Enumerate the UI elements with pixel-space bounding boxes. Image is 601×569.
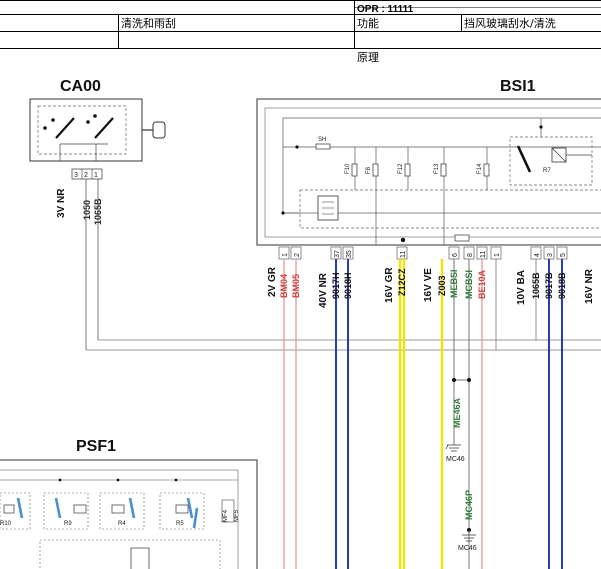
wire-label: MCBSI — [464, 270, 474, 299]
bsi1-pin: 1 — [282, 253, 289, 257]
section-label: 原理 — [357, 51, 379, 64]
relay-r7-icon — [516, 145, 592, 173]
header-table: OPR : 11111 清洗和雨刮 功能 挡风玻璃刮水/清洗 原理 — [0, 0, 601, 64]
bsi1-pin-boxes — [278, 246, 568, 260]
wire-label: 9018H — [343, 272, 353, 299]
wire-label: BM04 — [279, 274, 289, 298]
wire-label: BM05 — [291, 274, 301, 298]
bsi1-pin: 11 — [480, 251, 487, 258]
wire-label: 9017H — [331, 272, 341, 299]
bsi1-pin: 11 — [400, 251, 407, 258]
psf1-relay-label: R5 — [176, 521, 184, 527]
bsi1-pin: 35 — [346, 250, 353, 258]
wire-label: 9018B — [557, 272, 567, 299]
ground-icon — [462, 534, 476, 542]
ca00-title: CA00 — [60, 78, 101, 95]
bsi1-fuse-label: F13 — [434, 163, 440, 174]
ca00-pin: 1 — [94, 172, 98, 179]
relay-switch-icon — [16, 497, 199, 529]
bsi1-connector-label: 40V NR — [318, 272, 329, 308]
bsi1-pin: 8 — [467, 253, 474, 257]
bsi1-pin: 6 — [452, 253, 459, 257]
psf1-relay-label: R4 — [118, 521, 126, 527]
left-title: 清洗和雨刮 — [121, 16, 176, 30]
ground-mc46p: MC46P MC46 — [458, 490, 477, 552]
bsi1-fuse-label: F8 — [366, 166, 372, 174]
ca00-pin: 2 — [84, 172, 88, 179]
ca00-wire-label: 1050 — [82, 200, 92, 220]
bsi1-connector-label: 10V BA — [516, 270, 527, 305]
ground-label: MC46 — [458, 545, 477, 552]
bsi1-pin-numbers: 1 2 37 35 11 6 8 11 1 4 3 5 — [282, 250, 567, 258]
bsi1-connector-labels: 2V GR 40V NR 16V GR 16V VE 10V BA 16V NR — [267, 266, 595, 308]
psf1-title: PSF1 — [76, 438, 116, 455]
ca00-pin: 3 — [74, 172, 78, 179]
wires — [86, 259, 601, 569]
psf1-mf-label: MF5 — [234, 509, 240, 522]
psf1-mf-label: MF4 — [223, 509, 229, 522]
ca00-connector-label: 3V NR — [56, 188, 67, 218]
wire-labels: BM04 BM05 9017H 9018H Z12CZ Z003 MEBSI M… — [279, 268, 567, 299]
ground-wire-label: MC46P — [464, 490, 474, 520]
bsi1-connector-label: 16V VE — [423, 268, 434, 302]
module-ca00: CA00 3 2 1 3V NR 1050 1065B — [29, 78, 166, 350]
function-label: 功能 — [357, 16, 379, 30]
bsi1-connector-label: 16V GR — [384, 267, 395, 303]
key-icon — [142, 121, 166, 139]
bsi1-pin: 37 — [334, 250, 341, 258]
psf1-relay-label: R10 — [0, 521, 12, 527]
bsi1-pin: 5 — [560, 253, 567, 257]
bsi1-fuse-label: SH — [318, 137, 326, 143]
bsi1-fuse-label: F10 — [345, 163, 351, 174]
function-value: 挡风玻璃刮水/清洗 — [464, 16, 556, 30]
relay-label: R7 — [543, 168, 551, 174]
ground-me46a: ME46A MC46 — [445, 378, 471, 463]
wire-label: MEBSI — [449, 269, 459, 298]
wire-label: Z12CZ — [397, 268, 407, 296]
bsi1-title: BSI1 — [500, 78, 536, 95]
bsi1-connector-label: 16V NR — [584, 268, 595, 304]
bsi1-fuse-label: F14 — [477, 163, 483, 174]
psf1-relay-label: R9 — [64, 521, 72, 527]
bsi1-pin: 1 — [494, 253, 501, 257]
wire-label: Z003 — [437, 275, 447, 296]
ground-wire-label: ME46A — [452, 397, 462, 428]
bsi1-processor-icon — [317, 195, 339, 221]
module-bsi1: BSI1 SH F10 F8 F12 F13 F14 — [256, 78, 601, 246]
opr-label: OPR : 11111 — [357, 4, 414, 15]
ground-icon — [445, 444, 461, 452]
bsi1-pin: 3 — [547, 253, 554, 257]
wire-label: BE10A — [477, 269, 487, 299]
wire-label: 9017B — [544, 272, 554, 299]
bsi1-pin: 2 — [294, 253, 301, 257]
wire-label: 1065B — [531, 272, 541, 299]
bsi1-pin: 4 — [534, 253, 541, 257]
ignition-switch-icon — [55, 117, 114, 139]
bsi1-connector-label: 2V GR — [267, 266, 278, 297]
bsi1-fuse-label: F12 — [398, 163, 404, 174]
module-psf1: PSF1 R10 R9 R4 R5 MF4 MF5 — [0, 438, 258, 569]
ground-label: MC46 — [446, 456, 465, 463]
